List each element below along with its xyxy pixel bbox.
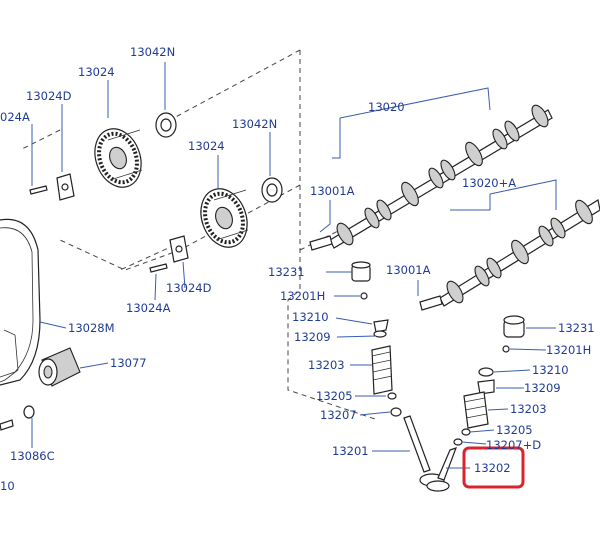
washer-bolt — [0, 405, 35, 431]
part-labels: 13042N 13024 13024D 024A 13042N 13024 13… — [0, 45, 595, 493]
label-13210-left[interactable]: 13210 — [292, 310, 329, 324]
label-13020[interactable]: 13020 — [368, 100, 405, 114]
label-13201h-left[interactable]: 13201H — [280, 289, 325, 303]
label-13207-d[interactable]: 13207+D — [486, 438, 541, 452]
highlight-box-13202 — [462, 446, 525, 489]
label-10[interactable]: 10 — [0, 479, 15, 493]
label-13077[interactable]: 13077 — [110, 356, 147, 370]
bracket-lower — [149, 235, 189, 273]
label-13203-right[interactable]: 13203 — [510, 402, 547, 416]
oil-seal-upper — [155, 112, 177, 138]
label-13205-left[interactable]: 13205 — [316, 389, 353, 403]
label-13231-left[interactable]: 13231 — [268, 265, 305, 279]
label-13201[interactable]: 13201 — [332, 444, 369, 458]
label-13024-upper[interactable]: 13024 — [78, 65, 115, 79]
bracket-upper — [29, 173, 75, 201]
label-13210-right[interactable]: 13210 — [532, 363, 569, 377]
label-13024a-upper[interactable]: 024A — [0, 110, 30, 124]
oil-seal-lower — [261, 177, 283, 203]
label-13001a-upper[interactable]: 13001A — [310, 184, 355, 198]
label-13202[interactable]: 13202 — [474, 461, 511, 475]
leader-lines — [31, 62, 557, 469]
label-13042n-upper[interactable]: 13042N — [130, 45, 175, 59]
tensioner-pulley — [38, 347, 81, 387]
label-13024d-upper[interactable]: 13024D — [26, 89, 72, 103]
camshaft-sprocket-upper — [94, 128, 143, 188]
label-13020-a[interactable]: 13020+A — [462, 176, 516, 190]
label-13024a-lower[interactable]: 13024A — [126, 301, 171, 315]
camshaft-lower — [419, 199, 600, 311]
label-13042n-lower[interactable]: 13042N — [232, 117, 277, 131]
label-13001a-lower[interactable]: 13001A — [386, 263, 431, 277]
label-13205-right[interactable]: 13205 — [496, 423, 533, 437]
timing-belt — [0, 218, 41, 386]
label-13024d-lower[interactable]: 13024D — [166, 281, 212, 295]
label-13231-right[interactable]: 13231 — [558, 321, 595, 335]
label-13201h-right[interactable]: 13201H — [546, 343, 591, 357]
label-13203-left[interactable]: 13203 — [308, 358, 345, 372]
valve-train-right — [426, 315, 525, 492]
label-13209-right[interactable]: 13209 — [524, 381, 561, 395]
label-13207-left[interactable]: 13207 — [320, 408, 357, 422]
label-13086c[interactable]: 13086C — [10, 449, 55, 463]
label-13209-left[interactable]: 13209 — [294, 330, 331, 344]
camshaft-upper — [309, 104, 553, 251]
label-13028m[interactable]: 13028M — [68, 321, 115, 335]
label-13024-lower[interactable]: 13024 — [188, 139, 225, 153]
valve-train-left — [351, 261, 445, 487]
camshaft-sprocket-lower — [200, 188, 249, 248]
